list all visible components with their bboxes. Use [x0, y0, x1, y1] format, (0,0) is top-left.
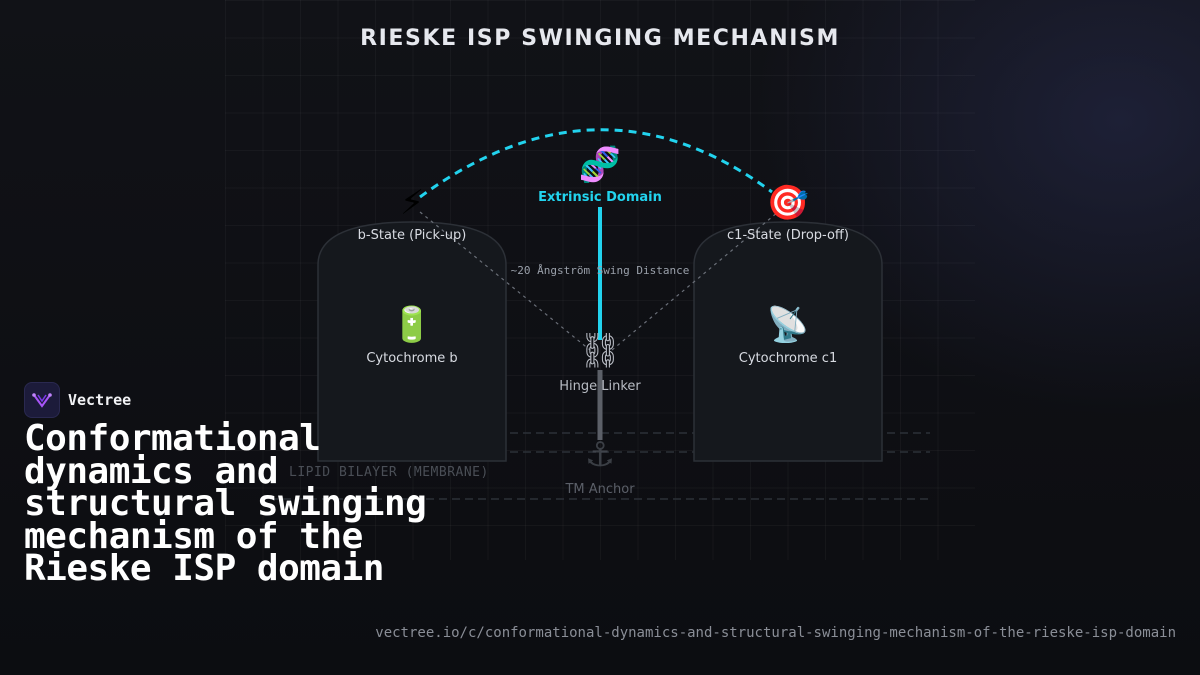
- b-state-label: b-State (Pick-up): [357, 228, 467, 243]
- brand: Vectree: [24, 382, 131, 418]
- c1-state-label: c1-State (Drop-off): [727, 228, 849, 243]
- cytochrome-b-label: Cytochrome b: [366, 351, 458, 366]
- tm-anchor-label: TM Anchor: [565, 482, 635, 497]
- extrinsic-domain-label: Extrinsic Domain: [538, 190, 662, 205]
- brand-name: Vectree: [68, 391, 132, 409]
- hinge-linker-label: Hinge Linker: [559, 379, 641, 394]
- satellite-icon: 📡: [766, 305, 810, 345]
- cytochrome-c1-panel: [693, 221, 883, 462]
- guide-line-b: [419, 211, 591, 351]
- page-url[interactable]: vectree.io/c/conformational-dynamics-and…: [375, 625, 1176, 641]
- swing-distance-label: ~20 Ångström Swing Distance: [510, 264, 690, 277]
- chain-icon: ⛓: [578, 331, 622, 371]
- swing-arc: [419, 128, 773, 199]
- dna-icon: 🧬: [578, 145, 622, 185]
- guide-line-c1: [611, 211, 779, 351]
- vectree-logo-icon: [24, 382, 60, 418]
- cytochrome-c1-label: Cytochrome c1: [738, 351, 838, 366]
- battery-icon: 🔋: [390, 305, 434, 345]
- anchor-icon: ⚓: [584, 435, 616, 475]
- lightning-icon: ⚡: [400, 183, 424, 223]
- diagram-title: RIESKE ISP SWINGING MECHANISM: [360, 26, 840, 51]
- headline: Conformational dynamics and structural s…: [24, 418, 427, 589]
- cytochrome-b-panel: [317, 221, 507, 462]
- membrane-label: LIPID BILAYER (MEMBRANE): [289, 465, 489, 480]
- target-icon: 🎯: [766, 183, 810, 223]
